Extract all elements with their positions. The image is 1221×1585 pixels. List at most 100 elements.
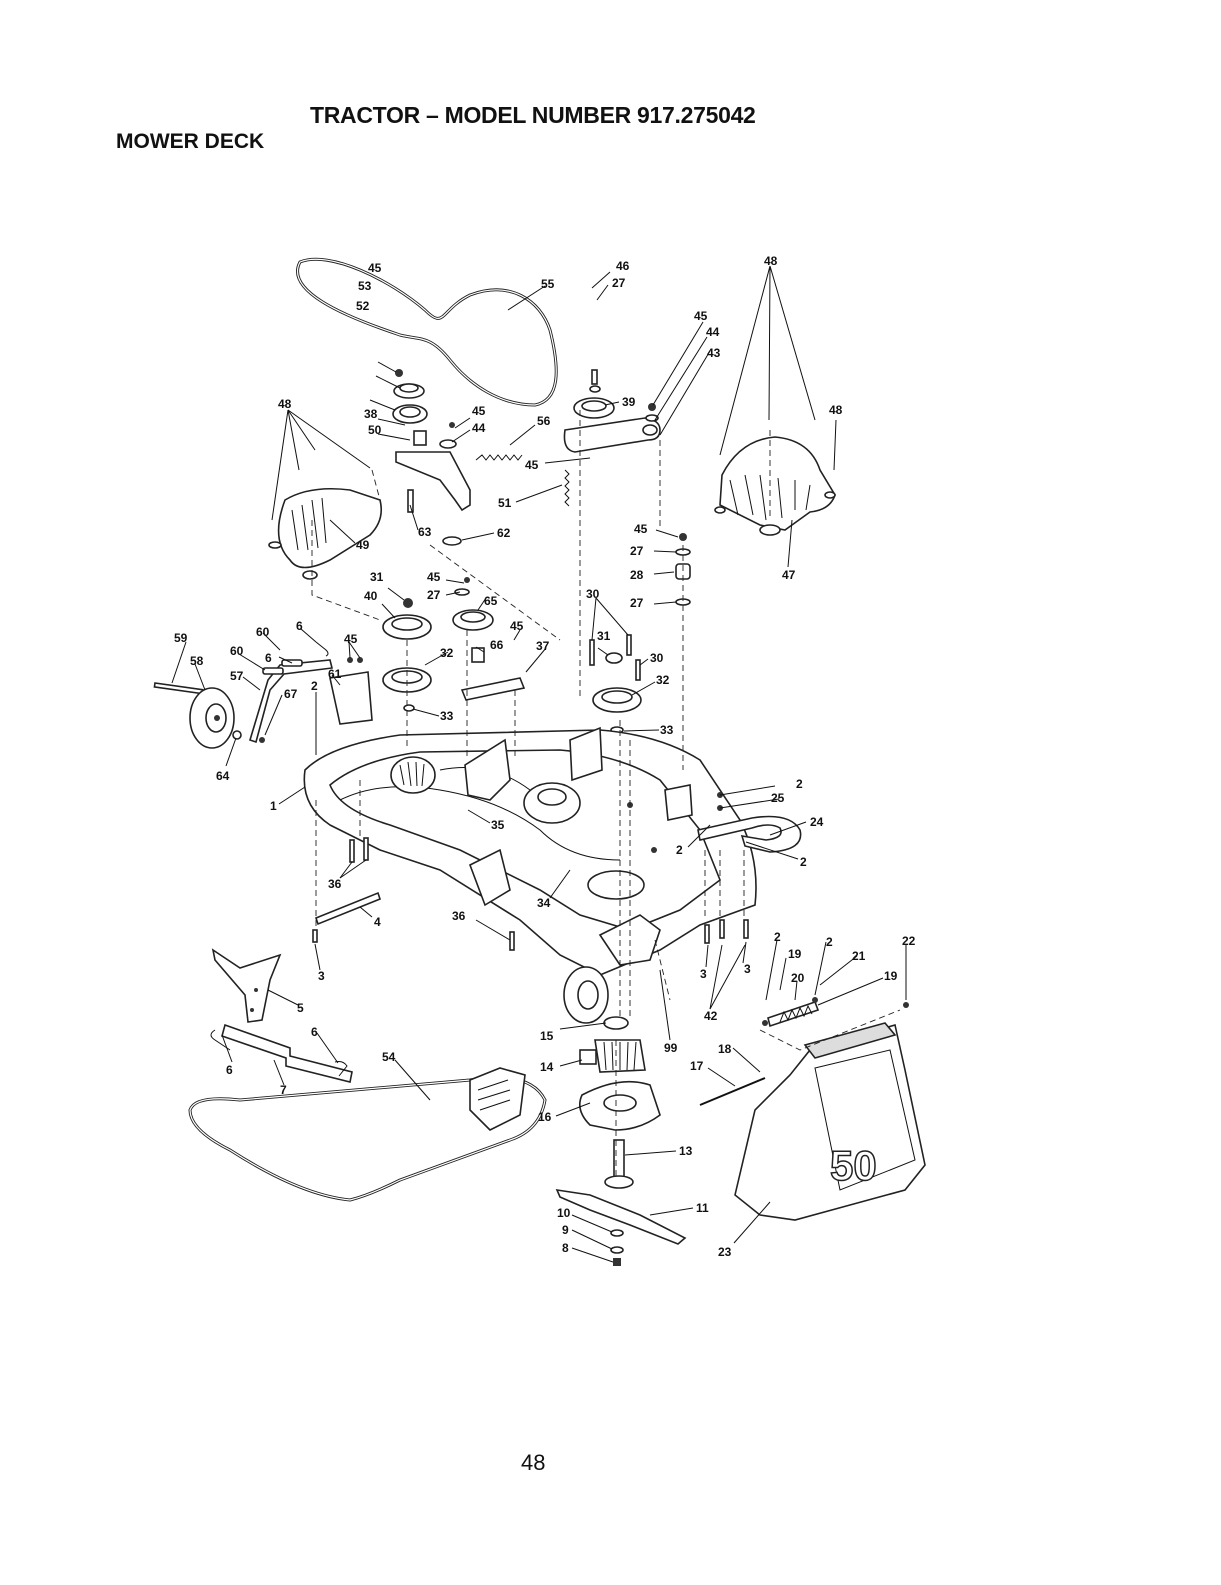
- callout-45: 45: [344, 632, 358, 646]
- callout-57: 57: [230, 669, 244, 683]
- callout-42: 42: [704, 1009, 718, 1023]
- blade-spindle-assembly: [555, 1016, 687, 1266]
- callout-3: 3: [318, 969, 325, 983]
- callout-14: 14: [540, 1060, 554, 1074]
- callout-65: 65: [484, 594, 498, 608]
- callout-6: 6: [265, 651, 272, 665]
- callout-2: 2: [311, 679, 318, 693]
- callout-48: 48: [764, 254, 778, 268]
- deck-belt-54: [188, 1067, 547, 1202]
- callout-9: 9: [562, 1223, 569, 1237]
- callout-59: 59: [174, 631, 188, 645]
- callout-27: 27: [630, 544, 644, 558]
- callout-3: 3: [700, 967, 707, 981]
- callout-16: 16: [538, 1110, 552, 1124]
- callout-30: 30: [586, 587, 600, 601]
- callout-39: 39: [622, 395, 636, 409]
- callout-27: 27: [630, 596, 644, 610]
- callout-67: 67: [284, 687, 298, 701]
- callout-44: 44: [472, 421, 486, 435]
- page-number: 48: [521, 1450, 546, 1475]
- callout-7: 7: [280, 1083, 287, 1097]
- callout-27: 27: [427, 588, 441, 602]
- callout-66: 66: [490, 638, 504, 652]
- callout-60: 60: [230, 644, 244, 658]
- callout-38: 38: [364, 407, 378, 421]
- callout-54: 54: [382, 1050, 396, 1064]
- drive-belt-55: [296, 257, 558, 407]
- mower-deck-1: [303, 726, 757, 1024]
- callout-43: 43: [707, 346, 721, 360]
- callout-37: 37: [536, 639, 550, 653]
- leader-lines: [171, 265, 907, 1263]
- callout-33: 33: [440, 709, 454, 723]
- callout-10: 10: [557, 1206, 571, 1220]
- idler-arm-right: [563, 369, 661, 453]
- callout-22: 22: [902, 934, 916, 948]
- page-title: TRACTOR – MODEL NUMBER 917.275042: [310, 102, 756, 128]
- callout-3: 3: [744, 962, 751, 976]
- callout-45: 45: [472, 404, 486, 418]
- callout-45: 45: [368, 261, 382, 275]
- callout-17: 17: [690, 1059, 704, 1073]
- callout-60: 60: [256, 625, 270, 639]
- callout-1: 1: [270, 799, 277, 813]
- callout-2: 2: [796, 777, 803, 791]
- callout-44: 44: [706, 325, 720, 339]
- callout-18: 18: [718, 1042, 732, 1056]
- callout-31: 31: [370, 570, 384, 584]
- callout-40: 40: [364, 589, 378, 603]
- callout-labels: 55 45 44 43 46 27 39 48 48 45 53 52 38 5…: [174, 254, 916, 1259]
- callout-48: 48: [278, 397, 292, 411]
- callout-2: 2: [826, 935, 833, 949]
- link-7: [210, 1023, 353, 1083]
- assembly-lines: [311, 410, 901, 1180]
- callout-19: 19: [788, 947, 802, 961]
- callout-24: 24: [810, 815, 824, 829]
- callout-61: 61: [328, 667, 342, 681]
- hardware-left: [312, 837, 749, 951]
- belt-guard-left-49: [268, 487, 383, 580]
- spacer-stack-right: [675, 533, 691, 606]
- callout-27: 27: [612, 276, 626, 290]
- callout-50: 50: [368, 423, 382, 437]
- callout-49: 49: [356, 538, 370, 552]
- callout-64: 64: [216, 769, 230, 783]
- pulley-stack-left: [392, 369, 471, 546]
- callout-45: 45: [694, 309, 708, 323]
- callout-25: 25: [771, 791, 785, 805]
- callout-15: 15: [540, 1029, 554, 1043]
- discharge-chute-23: 50: [734, 1022, 926, 1221]
- bracket-5: [211, 948, 282, 1023]
- callout-11: 11: [696, 1201, 709, 1215]
- callout-56: 56: [537, 414, 551, 428]
- callout-52: 52: [356, 299, 370, 313]
- callout-2: 2: [800, 855, 807, 869]
- gauge-wheel-left: [153, 641, 373, 749]
- callout-6: 6: [311, 1025, 318, 1039]
- callout-48: 48: [829, 403, 843, 417]
- callout-13: 13: [679, 1144, 693, 1158]
- callout-45: 45: [510, 619, 524, 633]
- callout-45: 45: [525, 458, 539, 472]
- chute-decal: 50: [830, 1142, 877, 1189]
- callout-51: 51: [498, 496, 512, 510]
- spring-and-rod: [699, 997, 909, 1106]
- callout-36: 36: [452, 909, 466, 923]
- callout-55: 55: [541, 277, 555, 291]
- callout-30: 30: [650, 651, 664, 665]
- callout-33: 33: [660, 723, 674, 737]
- callout-2: 2: [676, 843, 683, 857]
- callout-31: 31: [597, 629, 611, 643]
- callout-4: 4: [374, 915, 381, 929]
- callout-45: 45: [634, 522, 648, 536]
- callout-23: 23: [718, 1245, 732, 1259]
- belt-guard-right-47: [714, 436, 836, 536]
- callout-58: 58: [190, 654, 204, 668]
- callout-32: 32: [656, 673, 670, 687]
- callout-21: 21: [852, 949, 866, 963]
- section-title: MOWER DECK: [116, 130, 265, 153]
- callout-46: 46: [616, 259, 630, 273]
- callout-20: 20: [791, 971, 805, 985]
